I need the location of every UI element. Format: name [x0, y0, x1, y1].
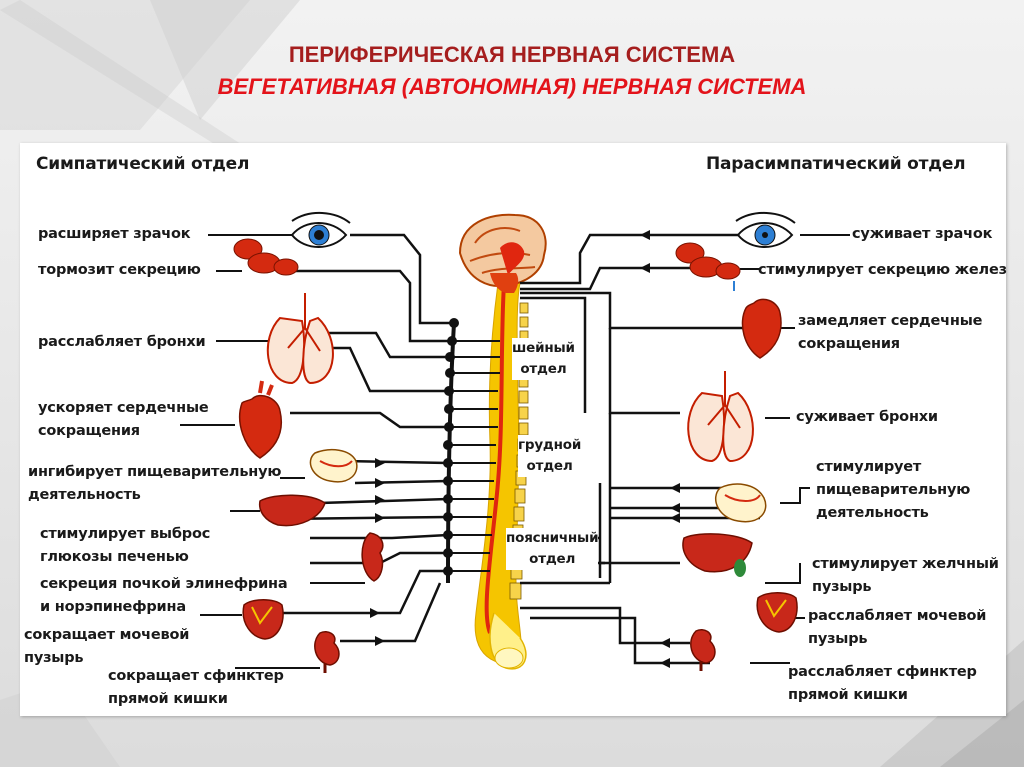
- left-heart-illustration: [238, 380, 282, 459]
- autonomic-nervous-system-diagram: Симпатический отдел Парасимпатический от…: [20, 143, 1007, 716]
- slide-title: ПЕРИФЕРИЧЕСКАЯ НЕРВНАЯ СИСТЕМА: [288, 42, 736, 67]
- parasympathetic-effect-secretion: стимулирует секрецию желез: [758, 262, 1007, 278]
- lumbar-section-label: поясничный отдел: [506, 528, 599, 570]
- sympathetic-effect-pupil: расширяет зрачок: [38, 226, 191, 242]
- sympathetic-effect-rectum: сокращает сфинктер прямой кишки: [108, 668, 284, 707]
- parasympathetic-effect-digestion: стимулирует пищеварительную деятельность: [816, 459, 971, 521]
- right-heart-illustration: [741, 298, 782, 359]
- parasympathetic-effect-bronchi: суживает бронхи: [796, 409, 938, 425]
- parasympathetic-effect-heart: замедляет сердечные сокращения: [798, 313, 983, 352]
- left-kidney-illustration: [361, 532, 384, 582]
- sympathetic-effect-digestion: ингибирует пищеварительную деятельность: [28, 464, 282, 503]
- right-rectum-illustration: [690, 629, 716, 671]
- sympathetic-effect-bladder: сокращает мочевой пузырь: [24, 627, 190, 666]
- left-eye-illustration: [290, 211, 351, 248]
- left-lungs-illustration: [266, 293, 334, 385]
- brain-illustration: [458, 213, 547, 293]
- right-salivary-glands-illustration: [675, 242, 741, 291]
- sympathetic-effect-liver: стимулирует выброс глюкозы печенью: [40, 526, 211, 565]
- right-bladder-illustration: [756, 592, 798, 633]
- thoracic-section-label: грудной отдел: [518, 435, 581, 477]
- right-eye-illustration: [735, 211, 796, 248]
- left-salivary-glands-illustration: [233, 238, 299, 276]
- label-leaders: [180, 234, 850, 669]
- diagram-canvas: [180, 211, 850, 673]
- parasympathetic-effect-bladder: расслабляет мочевой пузырь: [808, 608, 987, 647]
- parasympathetic-effect-rectum: расслабляет сфинктер прямой кишки: [788, 664, 977, 703]
- sympathetic-trunk: [443, 318, 500, 584]
- sympathetic-effect-kidney: секреция почкой элинефрина и норэпинефри…: [40, 576, 288, 615]
- cervical-section-label: шейный отдел: [512, 338, 575, 380]
- sympathetic-effect-bronchi: расслабляет бронхи: [38, 334, 206, 350]
- right-stomach-illustration: [715, 483, 767, 523]
- right-liver-illustration: [682, 533, 753, 577]
- parasympathetic-arrowheads: [640, 230, 680, 668]
- sympathetic-heading: Симпатический отдел: [36, 154, 250, 174]
- left-liver-illustration: [258, 494, 326, 527]
- left-rectum-illustration: [314, 631, 340, 673]
- parasympathetic-effect-gallbladder: стимулирует желчный пузырь: [812, 556, 999, 595]
- parasympathetic-heading: Парасимпатический отдел: [706, 154, 966, 174]
- sympathetic-arrowheads: [370, 458, 385, 646]
- sympathetic-effect-heart: ускоряет сердечные сокращения: [38, 400, 209, 439]
- slide-subtitle: ВЕГЕТАТИВНАЯ (АВТОНОМНАЯ) НЕРВНАЯ СИСТЕМ…: [217, 74, 807, 99]
- parasympathetic-effect-pupil: суживает зрачок: [852, 226, 993, 242]
- left-stomach-illustration: [309, 448, 358, 483]
- left-bladder-illustration: [242, 599, 284, 640]
- sympathetic-effect-secretion: тормозит секрецию: [38, 262, 201, 278]
- right-lungs-illustration: [687, 371, 754, 463]
- sympathetic-nerves: [270, 233, 452, 643]
